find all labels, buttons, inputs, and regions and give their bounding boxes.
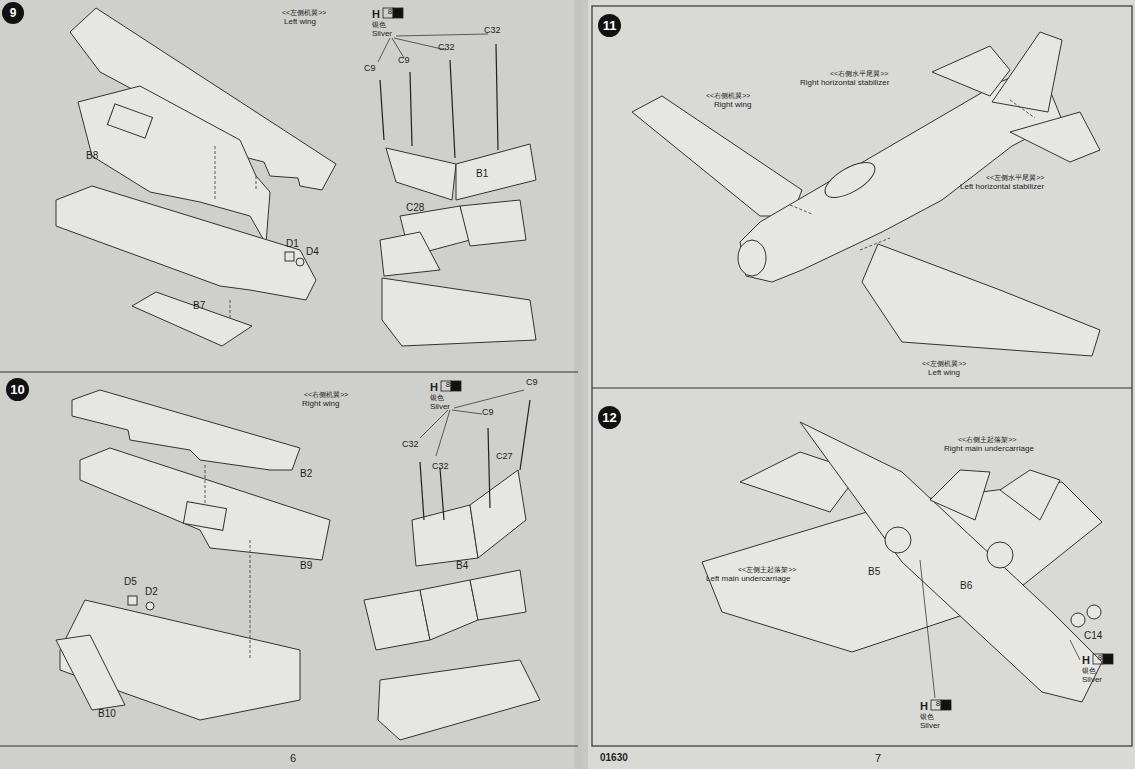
assembly-label: <<左侧主起落架>> — [738, 566, 796, 574]
page-number: 7 — [875, 752, 881, 764]
part-number: D1 — [286, 238, 299, 249]
paint-callout: 银色 — [430, 394, 444, 402]
paint-callout: Silver — [920, 722, 940, 731]
part-number: C14 — [1084, 630, 1102, 641]
assembly-label: Left wing — [284, 18, 316, 27]
step-number: 10 — [6, 378, 29, 401]
assembly-label: Right horizontal stabilizer — [800, 79, 889, 88]
paint-callout: Silver — [372, 30, 392, 39]
part-number: B7 — [193, 300, 205, 311]
page-number: 6 — [290, 752, 296, 764]
part-number: C32 — [432, 462, 449, 472]
paint-callout: 银色 — [372, 21, 386, 29]
page-number: 01630 — [600, 752, 628, 763]
part-number: C27 — [496, 452, 513, 462]
part-number: C9 — [482, 408, 494, 418]
paint-callout: H — [430, 381, 438, 393]
assembly-label: Right wing — [302, 400, 339, 409]
assembly-label: Right main undercarriage — [944, 445, 1034, 454]
part-number: D5 — [124, 576, 137, 587]
paint-callout: 银色 — [920, 713, 934, 721]
paint-callout: Silver — [1082, 676, 1102, 685]
part-number: D2 — [145, 586, 158, 597]
assembly-label: Left main undercarriage — [706, 575, 791, 584]
step-number: 9 — [2, 2, 24, 24]
part-number: B1 — [476, 168, 488, 179]
part-number: D4 — [306, 246, 319, 257]
part-number: B8 — [86, 150, 98, 161]
paint-callout: H — [920, 700, 928, 712]
paint-callout: 8 — [385, 8, 395, 17]
part-number: B2 — [300, 468, 312, 479]
assembly-label: <<左侧机翼>> — [922, 360, 966, 368]
part-number: C9 — [398, 56, 410, 66]
paint-callout: 8 — [933, 700, 943, 709]
part-number: C32 — [484, 26, 501, 36]
paint-callout: 8 — [1095, 654, 1105, 663]
assembly-label: <<右侧机翼>> — [304, 391, 348, 399]
part-number: C28 — [406, 202, 424, 213]
step-number: 11 — [598, 14, 621, 37]
assembly-label: <<右侧主起落架>> — [958, 436, 1016, 444]
part-number: C32 — [402, 440, 419, 450]
step-number-text: 11 — [603, 18, 617, 33]
part-number: B5 — [868, 566, 880, 577]
paint-callout: H — [372, 8, 380, 20]
assembly-label: <<右侧水平尾翼>> — [830, 70, 888, 78]
assembly-label: <<左侧水平尾翼>> — [986, 174, 1044, 182]
step-number-text: 10 — [10, 382, 24, 397]
assembly-label: <<右侧机翼>> — [706, 92, 750, 100]
part-number: B6 — [960, 580, 972, 591]
assembly-label: <<左侧机翼>> — [282, 9, 326, 17]
assembly-label: Right wing — [714, 101, 751, 110]
part-number: C9 — [364, 64, 376, 74]
part-number: B4 — [456, 560, 468, 571]
step-number-text: 12 — [602, 410, 616, 425]
step-number-text: 9 — [10, 6, 17, 20]
paint-callout: H — [1082, 654, 1090, 666]
part-number: B10 — [98, 708, 116, 719]
paint-callout: Silver — [430, 403, 450, 412]
part-number: C32 — [438, 43, 455, 53]
paint-callout: 8 — [443, 381, 453, 390]
step-number: 12 — [598, 406, 621, 429]
paint-callout: 银色 — [1082, 667, 1096, 675]
part-number: B9 — [300, 560, 312, 571]
part-number: C9 — [526, 378, 538, 388]
assembly-label: Left horizontal stabilizer — [960, 183, 1044, 192]
assembly-label: Left wing — [928, 369, 960, 378]
